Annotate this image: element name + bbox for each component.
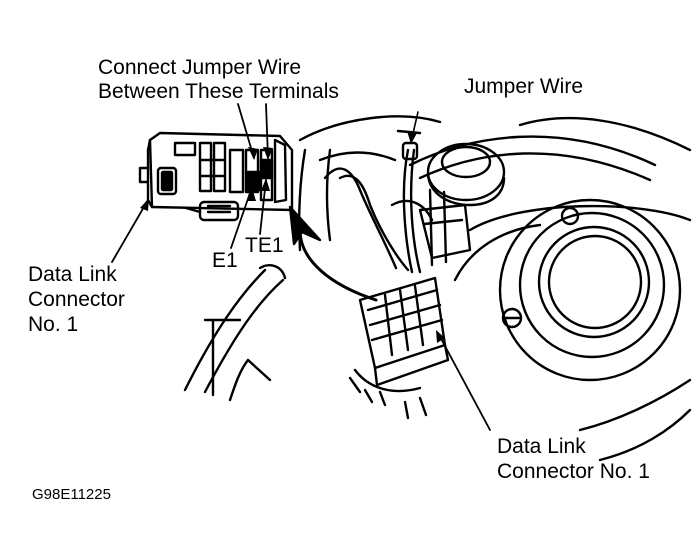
figure-code: G98E11225 [32, 486, 111, 503]
connector-callout [138, 131, 294, 222]
arrowhead-connect-2 [263, 147, 273, 160]
arrowhead-e1 [247, 188, 256, 201]
arrowhead-dlc-left [140, 198, 149, 211]
label-dlc-left-line3: No. 1 [28, 313, 79, 336]
label-connect-jumper-line2: Between These Terminals [98, 80, 339, 103]
engine-bay-connector [348, 203, 472, 420]
arrowhead-te1 [261, 178, 270, 191]
leader-dlc-right [437, 332, 491, 431]
callout-arrow [288, 205, 378, 302]
label-jumper-wire: Jumper Wire [464, 75, 584, 98]
arrowhead-jumper [407, 131, 417, 144]
leader-lines [111, 103, 491, 431]
leader-dlc-left [111, 199, 149, 263]
label-dlc-left-line1: Data Link [28, 263, 117, 286]
wiring-harness [323, 167, 448, 272]
engine-bay-background [298, 115, 692, 462]
label-dlc-left-line2: Connector [28, 288, 125, 311]
label-dlc-right-line1: Data Link [497, 435, 586, 458]
label-terminal-te1: TE1 [245, 234, 284, 257]
label-terminal-e1: E1 [212, 249, 238, 272]
label-connect-jumper-line1: Connect Jumper Wire [98, 56, 302, 79]
strut-tower [498, 198, 682, 382]
reservoir-cap [426, 142, 506, 207]
arrowhead-dlc-right [436, 330, 445, 343]
hoses [183, 264, 287, 402]
label-dlc-right-line2: Connector No. 1 [497, 460, 650, 483]
arrowhead-connect-1 [248, 147, 258, 160]
